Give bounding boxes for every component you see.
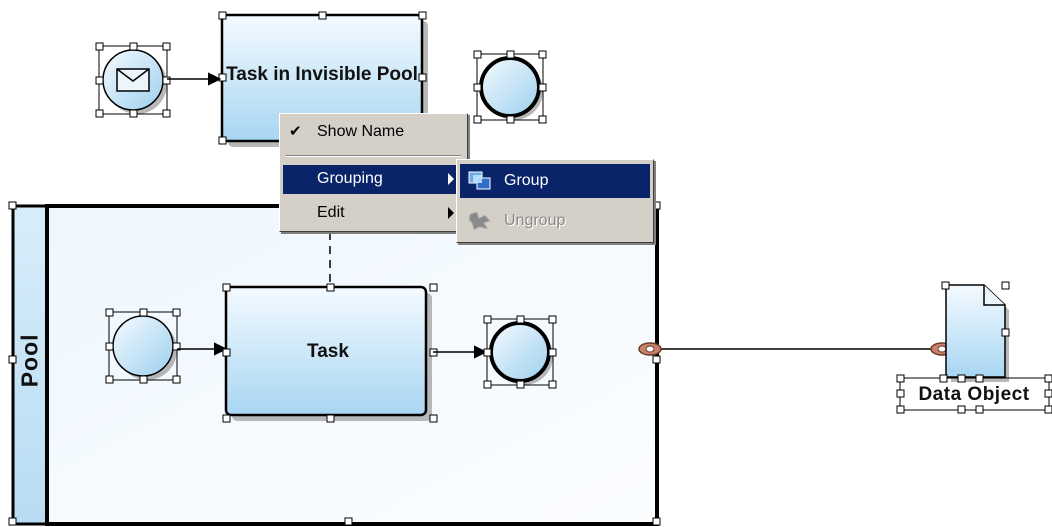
menu-item-group-label: Group bbox=[504, 172, 549, 189]
submenu-arrow-icon bbox=[448, 207, 454, 219]
menu-item-show-name-label: Show Name bbox=[317, 123, 405, 140]
menu-item-grouping-label: Grouping bbox=[317, 170, 383, 187]
grouping-submenu: Group Ungroup bbox=[456, 159, 654, 243]
menu-item-show-name[interactable]: ✔ Show Name bbox=[283, 118, 464, 147]
data-object-label: Data Object bbox=[918, 384, 1030, 406]
submenu-arrow-icon bbox=[448, 173, 454, 185]
menu-item-ungroup[interactable]: Ungroup bbox=[460, 204, 650, 238]
task-label: Task bbox=[307, 341, 349, 363]
menu-separator bbox=[286, 155, 461, 157]
task-invisible-pool-label: Task in Invisible Pool bbox=[226, 64, 418, 86]
message-start-event[interactable] bbox=[95, 42, 171, 118]
menu-item-grouping[interactable]: Grouping bbox=[283, 165, 464, 194]
group-icon bbox=[468, 171, 492, 191]
data-object-label-box[interactable] bbox=[896, 374, 1052, 414]
context-menu: ✔ Show Name Grouping Edit bbox=[279, 113, 468, 232]
pool-label: Pool bbox=[12, 300, 48, 420]
ungroup-icon bbox=[468, 211, 492, 231]
menu-item-edit[interactable]: Edit bbox=[283, 199, 464, 228]
end-event-top[interactable] bbox=[473, 50, 547, 124]
start-event[interactable] bbox=[105, 308, 181, 384]
menu-item-edit-label: Edit bbox=[317, 204, 345, 221]
menu-item-group[interactable]: Group bbox=[460, 164, 650, 198]
data-object[interactable] bbox=[941, 281, 1010, 382]
task-shape[interactable] bbox=[222, 283, 438, 423]
envelope-icon bbox=[116, 68, 150, 92]
checkmark-icon: ✔ bbox=[289, 123, 302, 140]
menu-item-ungroup-label: Ungroup bbox=[504, 212, 566, 229]
end-event[interactable] bbox=[483, 315, 557, 389]
pool-label-text: Pool bbox=[16, 333, 43, 387]
connector-endpoint-left[interactable] bbox=[638, 342, 662, 356]
